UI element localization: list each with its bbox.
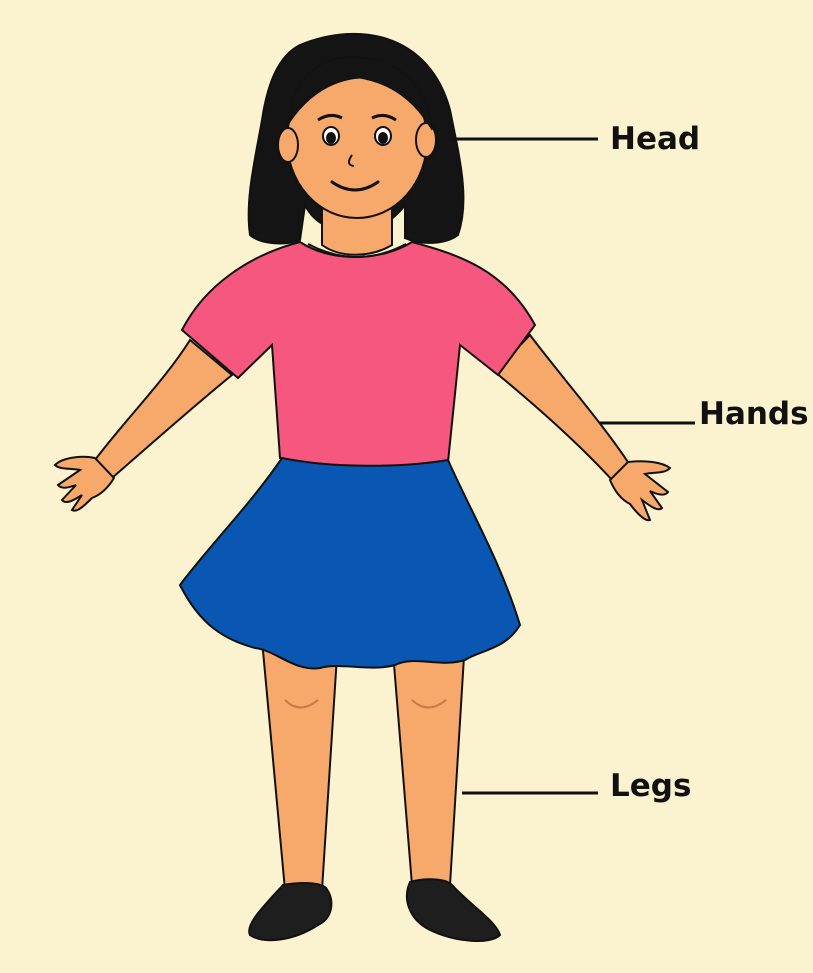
legs-label: Legs xyxy=(610,771,691,802)
right-shoe xyxy=(407,879,500,941)
left-pupil xyxy=(326,132,336,144)
right-leg xyxy=(392,640,465,885)
left-shoe xyxy=(249,883,331,940)
right-hand xyxy=(610,461,670,520)
right-pupil xyxy=(378,132,388,144)
hands-label: Hands xyxy=(699,399,809,430)
left-arm xyxy=(95,340,232,478)
right-arm xyxy=(495,335,630,480)
right-ear xyxy=(416,123,436,157)
head-label: Head xyxy=(610,124,700,155)
shirt xyxy=(182,242,535,468)
skirt xyxy=(180,458,520,668)
left-leg xyxy=(262,640,338,890)
left-ear xyxy=(278,128,298,162)
